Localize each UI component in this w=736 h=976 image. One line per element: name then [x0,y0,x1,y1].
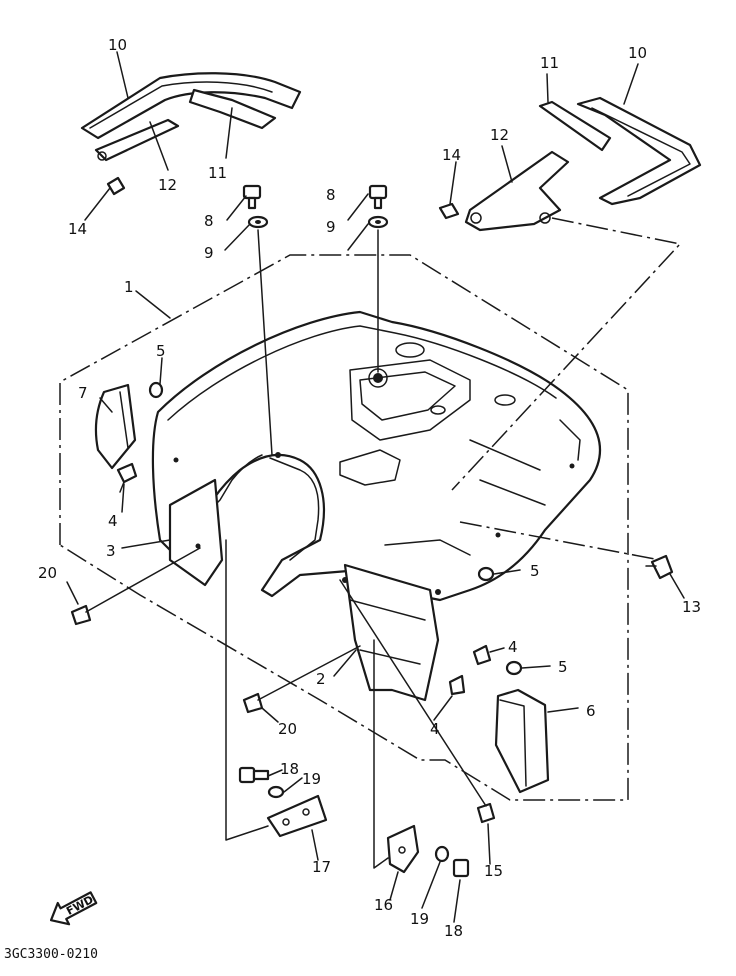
callout-12-left: 12 [158,176,177,194]
drawing-code: 3GC3300-0210 [4,947,98,962]
callout-4-right-b: 4 [430,720,440,738]
screw-13-axis [459,521,661,561]
side-plate [94,383,137,470]
bolt-8-right [368,184,388,210]
callout-18-left: 18 [280,760,299,778]
callout-16: 16 [374,896,393,914]
washer-19-right [434,845,450,863]
bolt-axis-left [257,229,273,456]
nut-5-right-b [505,660,523,676]
bracket-16 [386,824,420,874]
callout-15: 15 [484,862,503,880]
callout-3: 3 [106,542,116,560]
callout-labels: 10 11 12 14 8 9 8 9 11 10 12 14 1 5 7 4 … [38,36,701,940]
callout-8-left: 8 [204,212,214,230]
clip-4-right-a [472,644,492,666]
callout-12-right: 12 [490,126,509,144]
callout-13: 13 [682,598,701,616]
nut-5-left [148,381,164,399]
side-guard-left [168,478,224,587]
screw-20-left [70,547,201,626]
callout-9-left: 9 [204,244,214,262]
callout-5-left: 5 [156,342,166,360]
callout-7: 7 [78,384,88,402]
callout-8-right: 8 [326,186,336,204]
bolt-8-left [242,184,262,210]
callout-19-left: 19 [302,770,321,788]
bolt-18-right [452,858,470,878]
washer-9-right [367,215,389,229]
nut-5-right-a [477,566,495,582]
bracket-17 [266,794,328,838]
callout-9-right: 9 [326,218,336,236]
leader-lines [66,51,685,923]
callout-4-right-a: 4 [508,638,518,656]
callout-20-lower: 20 [278,720,297,738]
callout-5-right-a: 5 [530,562,540,580]
callout-1: 1 [124,278,134,296]
clip-4-left [116,462,138,493]
stay-assembly-left [80,72,302,196]
callout-18-right: 18 [444,922,463,940]
callout-6: 6 [586,702,596,720]
bracket-16-axis [373,639,389,869]
callout-10-left: 10 [108,36,127,54]
callout-14-left: 14 [68,220,87,238]
fwd-arrow-icon: FWD [49,891,98,926]
screw-13 [645,554,674,580]
callout-2: 2 [316,670,326,688]
callout-4-left: 4 [108,512,118,530]
screw-20-lower [242,645,361,714]
callout-14-right: 14 [442,146,461,164]
rear-plate [494,688,550,794]
callout-20-left: 20 [38,564,57,582]
callout-19-right: 19 [410,910,429,928]
callout-5-right-b: 5 [558,658,568,676]
inner-flap [342,563,441,702]
callout-10-right: 10 [628,44,647,62]
bolt-18-left [238,766,270,784]
callout-17: 17 [312,858,331,876]
callout-11-left: 11 [208,164,227,182]
washer-19-left [267,785,285,799]
stay-assembly-right [438,96,702,232]
bracket-17-axis [225,539,269,841]
callout-11-right: 11 [540,54,559,72]
stay-axis-right [451,217,682,491]
fwd-label: FWD [64,893,96,918]
washer-9-left [247,215,269,229]
screw-15 [339,579,496,824]
clip-4-right-b [448,674,466,696]
